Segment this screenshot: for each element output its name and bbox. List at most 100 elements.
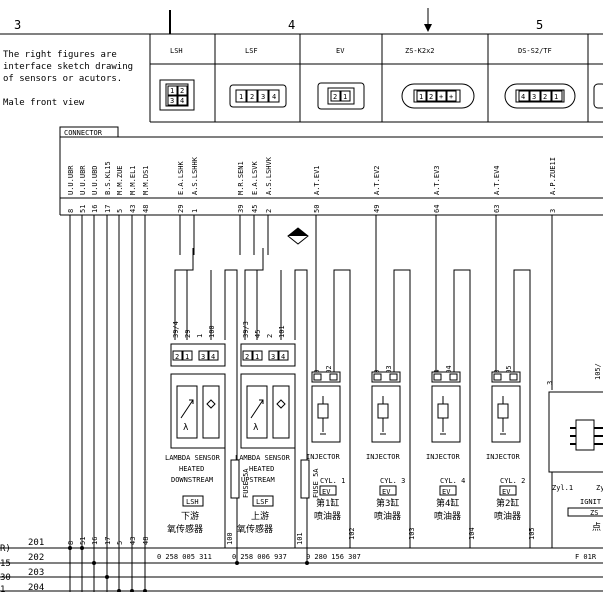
lambda_down-label-1: HEATED bbox=[179, 465, 204, 473]
rail-201: 201 bbox=[28, 538, 44, 548]
signal-name-7: E.A.LSHK bbox=[177, 160, 185, 195]
injector-1-cn: 第3缸 bbox=[376, 497, 399, 509]
signal-name-2: U.U.UBD bbox=[91, 165, 99, 195]
part-number-lambda-down: 0 258 005 311 bbox=[157, 553, 212, 561]
part-number-ignition: F 01R bbox=[575, 553, 597, 561]
signal-pin-12: 50 bbox=[313, 205, 321, 213]
injector-1-bottom-pin: 103 bbox=[408, 527, 416, 540]
injector-0-code: EV bbox=[322, 488, 331, 496]
injector-2-cyl: CYL. 4 bbox=[440, 477, 465, 485]
lambda_up-label-0: LAMBDA SENSOR bbox=[235, 454, 291, 462]
signal-name-0: U.U.UBR bbox=[67, 165, 75, 195]
signal-name-15: A.T.EV4 bbox=[493, 165, 501, 195]
interface-note: The right figures are interface sketch d… bbox=[3, 50, 133, 108]
rail-left-15: 15 bbox=[0, 559, 11, 569]
signal-name-12: A.T.EV1 bbox=[313, 165, 321, 195]
supply-pin-6: 48 bbox=[142, 537, 150, 545]
signal-name-11: A.S.LSHVK bbox=[265, 156, 273, 195]
injector-2-code: EV bbox=[442, 488, 451, 496]
ignition-cn: 点 bbox=[592, 522, 601, 533]
lsf-pin-4: 4 bbox=[272, 93, 276, 101]
note-line-3: of sensors or acutors. bbox=[3, 74, 122, 84]
injector-1-cn2: 喷油器 bbox=[374, 510, 401, 522]
lambda_up-label-1: HEATED bbox=[249, 465, 274, 473]
lsh-pin-3: 3 bbox=[170, 97, 174, 105]
signal-name-13: A.T.EV2 bbox=[373, 165, 381, 195]
lambda_down-pin-box-3: 4 bbox=[211, 353, 215, 361]
diamond-marker bbox=[287, 227, 309, 245]
signal-name-9: M.R.SEN1 bbox=[237, 161, 245, 195]
lsf-pin-3: 3 bbox=[261, 93, 265, 101]
signal-pin-10: 45 bbox=[251, 205, 259, 213]
ignition-zyl1: Zyl.1 bbox=[552, 484, 573, 492]
lambda_down-cn: 下游 bbox=[181, 510, 199, 522]
injector-0-cn: 第1缸 bbox=[316, 497, 339, 509]
signal-pin-1: 51 bbox=[79, 205, 87, 213]
signal-pin-11: 2 bbox=[265, 209, 273, 213]
lsh-pin-2: 2 bbox=[180, 87, 184, 95]
rail-204: 204 bbox=[28, 583, 44, 592]
injector-0-bottom-pin: 102 bbox=[348, 527, 356, 540]
connector-header: CONNECTOR bbox=[64, 129, 103, 137]
signal-pin-9: 39 bbox=[237, 205, 245, 213]
injector-1-title: INJECTOR bbox=[366, 453, 401, 461]
lsh-pin-4: 4 bbox=[180, 97, 184, 105]
conn-code-zs: ZS-K2x2 bbox=[405, 47, 435, 55]
lambda_up-pin-box-1: 1 bbox=[255, 353, 259, 361]
lambda_up-pin-box-2: 3 bbox=[271, 353, 275, 361]
ds-plug-sketch: 4 3 2 1 bbox=[504, 83, 576, 109]
signal-name-10: E.A.LSVK bbox=[251, 160, 259, 195]
injector-2-cn2: 喷油器 bbox=[434, 510, 461, 522]
zs-pin-3: + bbox=[439, 93, 443, 101]
supply-pin-5: 43 bbox=[129, 537, 137, 545]
lambda_up-pin-top-2: 2 bbox=[266, 334, 274, 338]
column-4-label: 4 bbox=[288, 18, 295, 32]
signal-name-4: M.M.ZUE bbox=[116, 165, 124, 195]
signal-name-6: M.M.DS1 bbox=[142, 165, 150, 195]
column-3-label: 3 bbox=[14, 18, 21, 32]
ds-pin-2: 2 bbox=[543, 93, 547, 101]
injector-3-cn2: 喷油器 bbox=[494, 510, 521, 522]
lambda_up-cn: 上游 bbox=[251, 510, 269, 522]
lambda_up-pin-top-0: 39/3 bbox=[242, 321, 250, 338]
injector-1-cyl: CYL. 3 bbox=[380, 477, 405, 485]
lambda_down-pin-box-2: 3 bbox=[201, 353, 205, 361]
column-header: 3 4 5 bbox=[0, 8, 603, 35]
ecu-connector-block: CONNECTOR U.U.UBR8U.U.UBR51U.U.UBD16B.S.… bbox=[59, 126, 603, 248]
lambda_down-code: LSH bbox=[186, 498, 199, 506]
signal-pin-4: 5 bbox=[116, 209, 124, 213]
signal-name-8: A.S.LSHHK bbox=[191, 156, 199, 195]
signal-pin-14: 64 bbox=[433, 205, 441, 213]
signal-pin-5: 43 bbox=[129, 205, 137, 213]
injector-3-code: EV bbox=[502, 488, 511, 496]
lsf-pin-2: 2 bbox=[250, 93, 254, 101]
zs-pin-1: 1 bbox=[419, 93, 423, 101]
injector-1-code: EV bbox=[382, 488, 391, 496]
lambda_down-pin-box-1: 1 bbox=[185, 353, 189, 361]
lambda_up-pin-top-1: 45 bbox=[254, 330, 262, 338]
ev-plug-sketch: 2 1 bbox=[317, 82, 365, 110]
lambda_up-fuse: FUSE 5A bbox=[312, 468, 320, 498]
ds-pin-1: 1 bbox=[554, 93, 558, 101]
ev-pin-1: 1 bbox=[343, 93, 347, 101]
lsf-plug-sketch: 1 2 3 4 bbox=[229, 84, 287, 108]
rail-202: 202 bbox=[28, 553, 44, 563]
injector-2-cn: 第4缸 bbox=[436, 497, 459, 509]
lambda_down-pin-top-3: 100 bbox=[208, 325, 216, 338]
conn-code-lsf: LSF bbox=[245, 47, 258, 55]
injector-0-title: INJECTOR bbox=[306, 453, 341, 461]
lambda_up-pin-box-0: 2 bbox=[245, 353, 249, 361]
bottom-rails: 201 202 203 204 R) 15 30 1 0 258 005 311… bbox=[0, 538, 603, 595]
lambda_up-pin-box-3: 4 bbox=[281, 353, 285, 361]
signal-pin-3: 17 bbox=[104, 205, 112, 213]
lambda_down-pin-top-2: 1 bbox=[196, 334, 204, 338]
conn-code-ev: EV bbox=[336, 47, 345, 55]
signal-name-14: A.T.EV3 bbox=[433, 165, 441, 195]
ignition-pin: 3 bbox=[546, 381, 554, 385]
